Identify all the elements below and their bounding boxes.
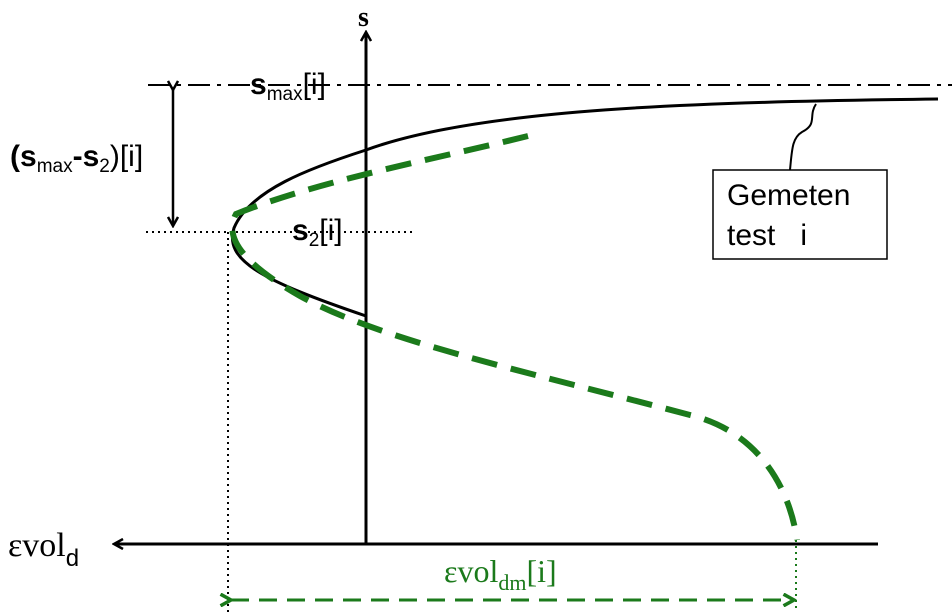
smax-label: smax[i] (250, 68, 326, 105)
callout-line-1: Gemeten (727, 179, 850, 212)
difference-label: (smax-s2)[i] (10, 140, 143, 177)
s2-label: s2[i] (292, 214, 343, 251)
callout-leader (789, 103, 817, 171)
y-axis-label: s (358, 2, 369, 33)
model-curve (229, 133, 800, 541)
callout-box (712, 169, 888, 260)
x-axis-label: εvold (8, 527, 79, 572)
measured-test-curve (231, 97, 939, 318)
callout-line-2: test i (727, 219, 807, 252)
range-label: εvoldm[i] (444, 553, 557, 595)
